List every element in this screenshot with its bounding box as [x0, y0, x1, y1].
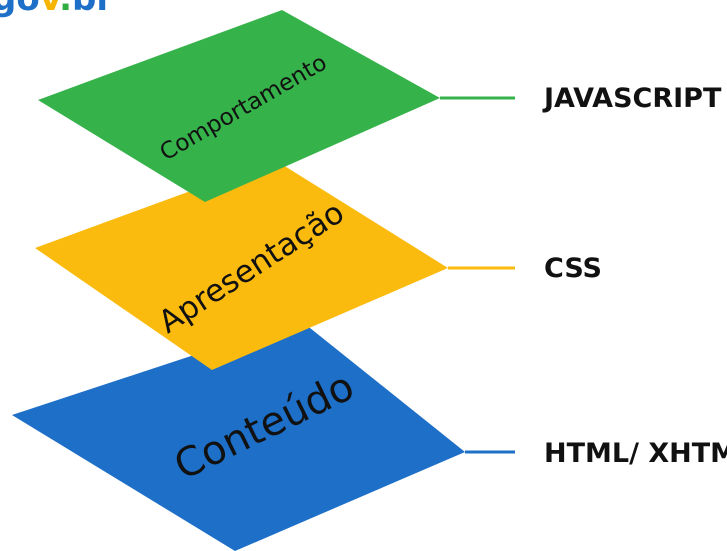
govbr-logo: gov.br [0, 0, 113, 19]
tech-label-css: CSS [544, 253, 602, 284]
tech-label-javascript: JAVASCRIPT [542, 83, 722, 114]
layer-apresentacao: Apresentação [35, 160, 515, 370]
tech-label-html: HTML/ XHTML [544, 438, 727, 469]
layer-conteudo-shape [12, 320, 465, 551]
layer-apresentacao-shape [35, 160, 448, 370]
layer-comportamento: Comportamento [38, 10, 515, 202]
layer-conteudo: Conteúdo [12, 320, 515, 551]
logo-text: gov.br [0, 0, 113, 19]
layer-comportamento-shape [38, 10, 440, 202]
